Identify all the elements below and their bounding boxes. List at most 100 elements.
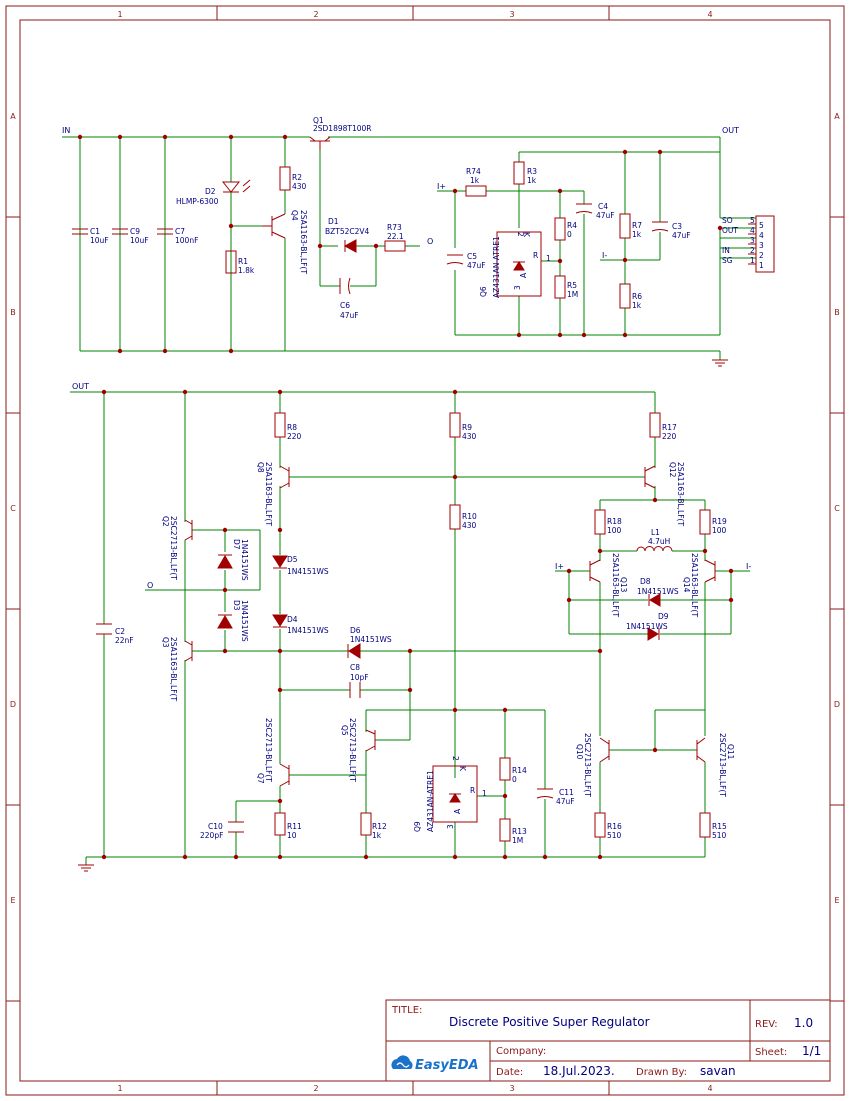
resistor-r73 [384,240,406,252]
ref-q3: Q3 [161,637,170,648]
net-in: IN [62,126,70,135]
val-r17: 220 [662,432,677,441]
ref-q5: Q5 [340,725,349,736]
transistor-q13 [589,559,601,583]
ref-r5: R5 [567,281,577,290]
ref-d5: D5 [287,555,298,564]
ground-symbol [712,359,728,367]
val-q10: 2SC2713-BL,LF(T [583,733,592,797]
pin-num: 1 [482,789,487,798]
val-c1: 10uF [90,236,109,245]
ref-r18: R18 [607,517,622,526]
ref-r1: R1 [238,257,248,266]
ref-r6: R6 [632,292,642,301]
capacitor-c9 [112,228,128,235]
pin-r: R [470,786,475,795]
diode-d6 [347,643,361,659]
ref-d6: D6 [350,626,361,635]
conn-pin: 3 [759,241,764,250]
capacitor-c1 [72,228,88,235]
ref-c7: C7 [175,227,185,236]
ref-r17: R17 [662,423,677,432]
capacitor-c2 [96,623,112,635]
transistor-q1 [309,136,331,150]
net-out: OUT [722,126,739,135]
zener-d1 [343,239,357,253]
conn-pin: 1 [750,256,755,265]
val-q14: 2SA1163-BL,LF(T [690,553,699,617]
pin-num: 1 [546,254,551,263]
capacitor-c11 [536,788,554,799]
val-c5: 47uF [467,261,486,270]
ref-r2: R2 [292,173,302,182]
conn-pin: 2 [759,251,764,260]
val-r4: 0 [567,230,572,239]
val-c8: 10pF [350,673,369,682]
col-label: 1 [117,1084,122,1093]
ref-d7: D7 [232,539,241,550]
resistor-r9 [449,412,461,438]
val-l1: 4.7uH [648,537,670,546]
ground-symbol [78,864,94,872]
conn-pin: 5 [750,216,755,225]
ref-c3: C3 [672,222,682,231]
ref-q10: Q10 [575,744,584,760]
ref-c2: C2 [115,627,125,636]
val-r11: 10 [287,831,297,840]
capacitor-c5 [446,254,464,265]
top-wires [62,136,756,360]
conn-label-in: IN [722,246,730,255]
row-label: A [834,112,840,121]
val-r3: 1k [527,176,537,185]
val-d8: 1N4151WS [637,587,679,596]
ref-r16: R16 [607,822,622,831]
date-label: Date: [496,1067,523,1078]
ref-r11: R11 [287,822,302,831]
ref-q9: Q9 [413,821,422,832]
conn-label-sg: SG [722,256,733,265]
resistor-r15 [699,812,711,838]
col-label: 2 [313,10,318,19]
net-out-bottom: OUT [72,382,89,391]
company-label: Company: [496,1046,546,1057]
transistor-q14 [704,559,716,583]
resistor-r10 [449,504,461,530]
val-d2: HLMP-6300 [176,197,219,206]
led-d2 [221,179,251,193]
conn-label-out: OUT [722,226,738,235]
pin-num: 2 [516,232,525,237]
pin-num: 3 [446,824,455,829]
ref-d1: D1 [328,217,339,226]
val-r14: 0 [512,775,517,784]
ref-r12: R12 [372,822,387,831]
pin-k: K [458,766,467,772]
designators: Q1 2SD1898T100R D2 HLMP-6300 R2 430 R1 1… [90,116,727,845]
drawn-by-label: Drawn By: [636,1067,687,1078]
junctions [77,134,734,860]
row-label: E [10,896,15,905]
val-r74: 1k [470,176,480,185]
ref-r74: R74 [466,167,481,176]
pin-r: R [533,251,538,260]
ref-l1: L1 [651,528,660,537]
bottom-wires [70,391,750,865]
val-c7: 100nF [175,236,198,245]
resistor-r18 [594,509,606,535]
col-label: 4 [707,1084,712,1093]
sheet-value: 1/1 [802,1044,821,1058]
val-q8: 2SA1163-BL,LF(T [264,462,273,526]
diode-d7 [217,554,233,569]
ref-c8: C8 [350,663,360,672]
row-label: B [834,308,840,317]
shunt-regulator-q9 [432,765,478,823]
conn-pin: 4 [750,226,755,235]
ref-q2: Q2 [161,516,170,527]
val-r73: 22.1 [387,232,404,241]
pin-a: A [519,272,528,278]
ref-r15: R15 [712,822,727,831]
conn-pin: 4 [759,231,764,240]
diode-d3 [217,614,233,629]
col-label: 3 [509,10,514,19]
ref-r19: R19 [712,517,727,526]
val-q12: 2SA1163-BL,LF(T [676,462,685,526]
